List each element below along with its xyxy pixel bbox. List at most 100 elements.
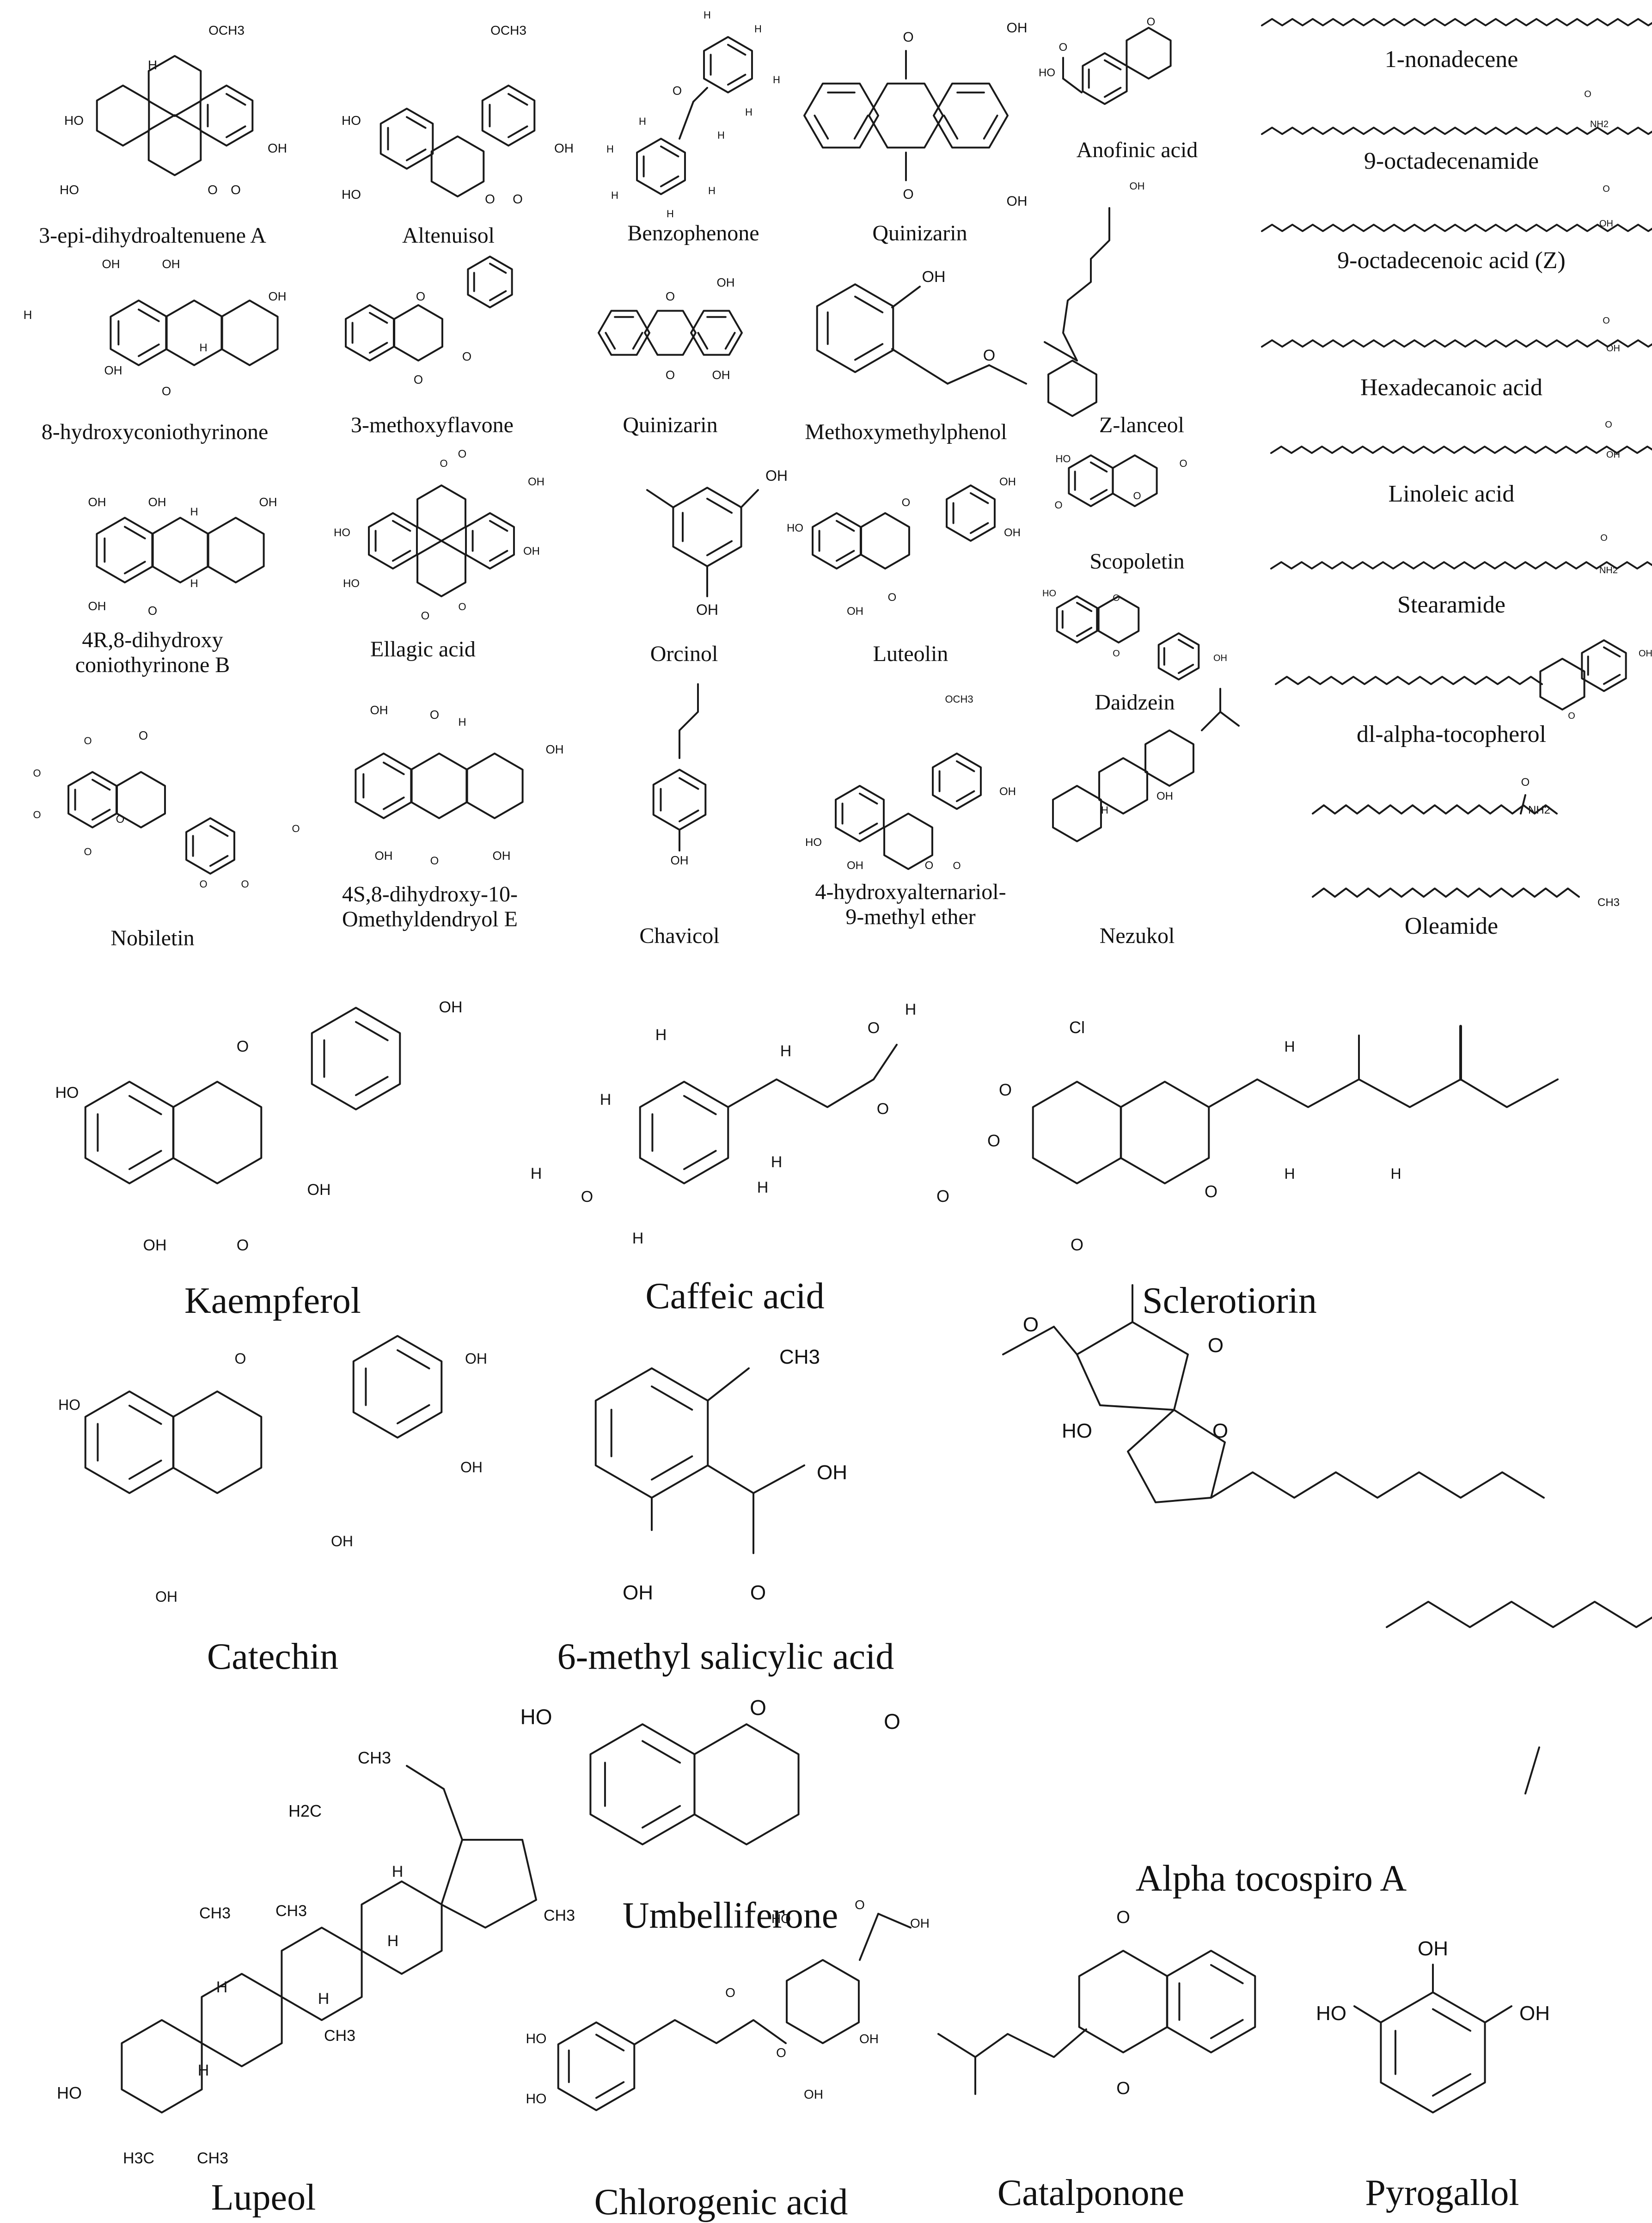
- structure-z-lanceol: OH: [1044, 180, 1145, 417]
- atom-label: O: [1205, 1182, 1218, 1201]
- structure-nezukol: OHH: [1052, 688, 1240, 842]
- atom-label: H: [1284, 1038, 1295, 1055]
- atom-label: HO: [58, 1396, 80, 1413]
- atom-label: OCH3: [490, 23, 526, 37]
- structure-tocopherol: OOH: [1275, 639, 1652, 721]
- atom-labels: OOH: [1599, 184, 1613, 229]
- atom-labels: HO O O: [520, 1696, 900, 1733]
- compound-name: Anofinic acid: [1077, 138, 1198, 162]
- atom-label: H: [1101, 804, 1108, 816]
- atom-label: OH: [910, 1916, 930, 1930]
- atom-label: HO: [342, 113, 361, 128]
- compound-name-line: Ellagic acid: [370, 637, 476, 661]
- atom-label: O: [750, 1696, 766, 1720]
- atom-label: CH3: [197, 2150, 228, 2167]
- compound-name: Quinizarin: [872, 221, 967, 245]
- atom-label: O: [139, 729, 148, 742]
- compound-name: 9-octadecenoic acid (Z): [1337, 247, 1566, 274]
- atom-label: OH: [859, 2032, 879, 2046]
- atom-label: O: [1059, 41, 1068, 54]
- atom-label: H: [771, 1153, 783, 1171]
- atom-label: OH: [375, 849, 393, 863]
- atom-label: O: [936, 1187, 949, 1206]
- compound-name-line: Omethyldendryol E: [342, 907, 518, 931]
- atom-label: HO: [771, 1911, 791, 1926]
- atom-label: O: [33, 767, 41, 779]
- compound-name-line: 4-hydroxyalternariol-: [815, 880, 1006, 904]
- compound-name-line: Anofinic acid: [1077, 138, 1198, 162]
- structure-1-nonadecene: [1261, 18, 1652, 26]
- atom-label: OH: [1519, 2002, 1550, 2025]
- compound-name: 4S,8-dihydroxy-10-Omethyldendryol E: [342, 882, 518, 931]
- compound-name-line: Z-lanceol: [1099, 413, 1184, 437]
- compound-name: Umbelliferone: [623, 1895, 838, 1936]
- atom-label: H: [190, 506, 198, 518]
- compound-name: Lupeol: [211, 2177, 316, 2218]
- atom-label: O: [953, 860, 961, 871]
- compound-name: Oleamide: [1405, 913, 1498, 939]
- atom-label: O: [292, 823, 300, 834]
- atom-label: O: [1147, 16, 1156, 28]
- atom-label: O: [485, 192, 495, 206]
- compound-name: Nobiletin: [110, 926, 194, 950]
- structure-linoleic-acid: OOH: [1270, 420, 1652, 460]
- compound-name-line: Nobiletin: [110, 926, 194, 950]
- atom-labels: OH: [1130, 180, 1145, 192]
- atom-label: H: [531, 1165, 542, 1182]
- atom-label: O: [458, 448, 467, 460]
- atom-label: O: [884, 1709, 900, 1733]
- atom-label: OH: [148, 495, 166, 509]
- structure-hexadecanoic-acid: OOH: [1261, 316, 1652, 354]
- atom-label: H: [600, 1091, 612, 1108]
- compound-name-line: Alpha tocospiro A: [1136, 1858, 1407, 1899]
- atom-label: H: [905, 1001, 917, 1018]
- atom-label: OH: [307, 1181, 331, 1199]
- compound-name: 3-epi-dihydroaltenuene A: [39, 223, 266, 248]
- compound-name-line: Nezukol: [1100, 924, 1175, 948]
- atom-label: OH: [523, 545, 540, 557]
- compound-name: Catechin: [207, 1636, 338, 1677]
- atom-label: H: [190, 577, 198, 590]
- atom-label: O: [458, 601, 466, 612]
- atom-label: CH3: [1597, 896, 1620, 909]
- atom-label: HO: [526, 2091, 547, 2107]
- compound-name-line: Pyrogallol: [1365, 2173, 1519, 2213]
- atom-label: H: [24, 308, 32, 322]
- compound-name-line: Linoleic acid: [1389, 481, 1515, 507]
- atom-label: OH: [268, 141, 287, 155]
- atom-label: OH: [331, 1533, 353, 1549]
- atom-labels: OOH: [1603, 316, 1620, 354]
- atom-label: OH: [493, 849, 511, 863]
- atom-label: OH: [623, 1581, 653, 1604]
- atom-label: O: [1113, 649, 1120, 659]
- compound-name: Linoleic acid: [1389, 481, 1515, 507]
- compound-name-line: Kaempferol: [184, 1280, 361, 1321]
- compound-name-line: 4R,8-dihydroxy: [82, 628, 223, 652]
- atom-label: HO: [1316, 2002, 1346, 2025]
- atom-label: H: [606, 143, 614, 155]
- atom-label: O: [725, 1985, 735, 2000]
- compound-name-line: Methoxymethylphenol: [805, 420, 1007, 444]
- atom-label: HO: [520, 1705, 552, 1729]
- atom-label: O: [1603, 316, 1610, 326]
